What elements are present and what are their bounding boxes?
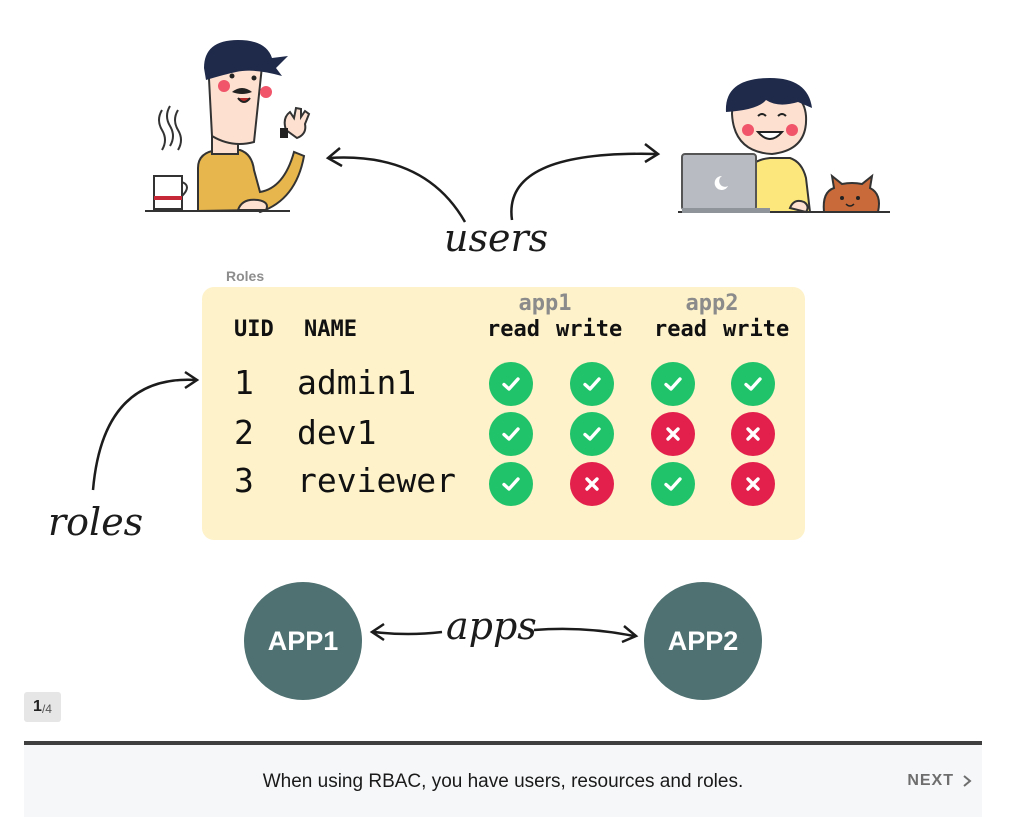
row-name: admin1 [297, 363, 417, 402]
caption-footer: When using RBAC, you have users, resourc… [24, 745, 982, 817]
roles-table: app1 app2 UID NAME read write read write… [202, 287, 805, 540]
denied-cross-icon [731, 462, 775, 506]
row-uid: 1 [234, 363, 254, 402]
denied-cross-icon [651, 412, 695, 456]
allowed-check-icon [731, 362, 775, 406]
roles-caption: Roles [226, 268, 265, 284]
allowed-check-icon [489, 362, 533, 406]
row-name: reviewer [297, 461, 456, 500]
app2-read-header: read [654, 317, 707, 342]
app2-node: APP2 [644, 582, 762, 700]
slide-caption: When using RBAC, you have users, resourc… [262, 771, 744, 792]
pager-total: /4 [41, 701, 52, 716]
pager-current: 1 [33, 698, 42, 715]
roles-arrow [91, 370, 200, 491]
roles-label: roles [48, 500, 144, 544]
row-uid: 2 [234, 413, 254, 452]
allowed-check-icon [570, 412, 614, 456]
allowed-check-icon [651, 362, 695, 406]
app1-write-header: write [556, 317, 623, 342]
footer-divider [24, 741, 982, 745]
denied-cross-icon [731, 412, 775, 456]
app1-node: APP1 [244, 582, 362, 700]
chevron-right-icon [963, 775, 972, 787]
next-button[interactable]: NEXT [907, 767, 972, 795]
user-laptop-illustration [678, 78, 890, 214]
allowed-check-icon [489, 412, 533, 456]
apps-arrows [369, 622, 639, 644]
allowed-check-icon [489, 462, 533, 506]
uid-header: UID [234, 317, 274, 342]
app2-write-header: write [723, 317, 790, 342]
users-label: users [444, 216, 549, 260]
row-uid: 3 [234, 461, 254, 500]
app1-read-header: read [487, 317, 540, 342]
row-name: dev1 [297, 413, 377, 452]
slide-pager: 1 /4 [24, 692, 61, 722]
users-arrows [325, 143, 661, 223]
user-waving-illustration [145, 40, 311, 214]
app1-header: app1 [518, 291, 572, 316]
next-label: NEXT [907, 772, 954, 789]
allowed-check-icon [651, 462, 695, 506]
name-header: NAME [304, 317, 357, 342]
allowed-check-icon [570, 362, 614, 406]
apps-label: apps [446, 604, 537, 648]
app2-header: app2 [685, 291, 739, 316]
denied-cross-icon [570, 462, 614, 506]
